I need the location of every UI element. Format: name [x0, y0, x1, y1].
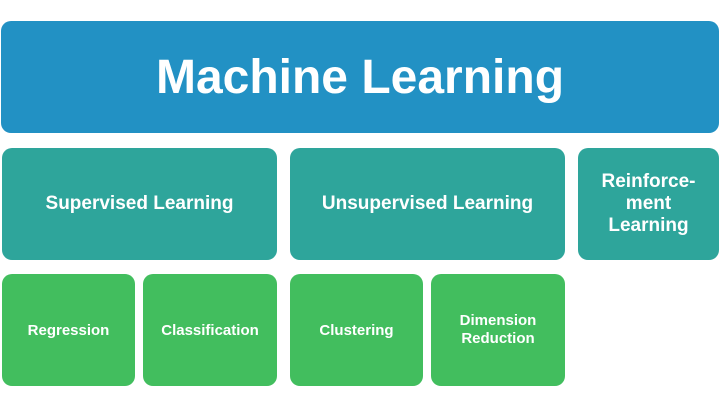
subcategory-label: Classification: [161, 321, 259, 339]
root-label: Machine Learning: [155, 50, 565, 104]
subcategory-clustering: Clustering: [290, 274, 423, 386]
subcategory-label: Regression: [27, 321, 110, 339]
subcategory-label: Clustering: [319, 321, 394, 339]
category-label: Unsupervised Learning: [321, 193, 534, 214]
machine-learning-root: Machine Learning: [1, 21, 719, 133]
subcategory-label: Dimension Reduction: [459, 312, 537, 347]
category-unsupervised-learning: Unsupervised Learning: [290, 148, 565, 260]
subcategory-regression: Regression: [2, 274, 135, 386]
category-supervised-learning: Supervised Learning: [2, 148, 277, 260]
subcategory-classification: Classification: [143, 274, 277, 386]
category-reinforcement-learning: Reinforce- ment Learning: [578, 148, 719, 260]
category-label: Supervised Learning: [45, 193, 234, 214]
category-label: Reinforce- ment Learning: [601, 171, 696, 236]
subcategory-dimension-reduction: Dimension Reduction: [431, 274, 565, 386]
